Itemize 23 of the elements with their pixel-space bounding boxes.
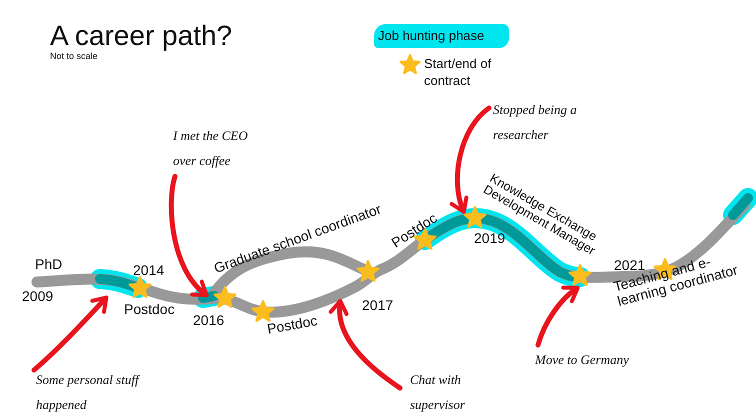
path-label: 2017 [362, 298, 394, 313]
arrow [450, 106, 492, 214]
annotation-text: Stopped being a researcher [493, 98, 603, 148]
legend-text: Start/end of contract [424, 56, 492, 90]
subtitle: Not to scale [50, 52, 98, 62]
path-label: 2014 [133, 263, 164, 278]
annotation-text: Chat with supervisor [410, 368, 490, 418]
title: A career path? [50, 20, 232, 52]
path-label: 2021 [614, 258, 646, 273]
arrow [168, 174, 208, 298]
arrow [329, 299, 402, 390]
path-label: Postdoc [266, 313, 318, 336]
arrow [536, 286, 580, 348]
path-label: 2016 [193, 313, 224, 328]
path-label: 2019 [474, 231, 506, 246]
path-label: 2009 [22, 289, 54, 304]
arrow [32, 296, 108, 372]
annotation-text: Some personal stuff happened [36, 368, 146, 418]
legend-text: Job hunting phase [378, 29, 484, 43]
annotation-text: I met the CEO over coffee [173, 124, 273, 174]
path-label: Postdoc [124, 302, 175, 317]
path-label: PhD [35, 257, 62, 272]
annotation-text: Move to Germany [535, 348, 655, 373]
